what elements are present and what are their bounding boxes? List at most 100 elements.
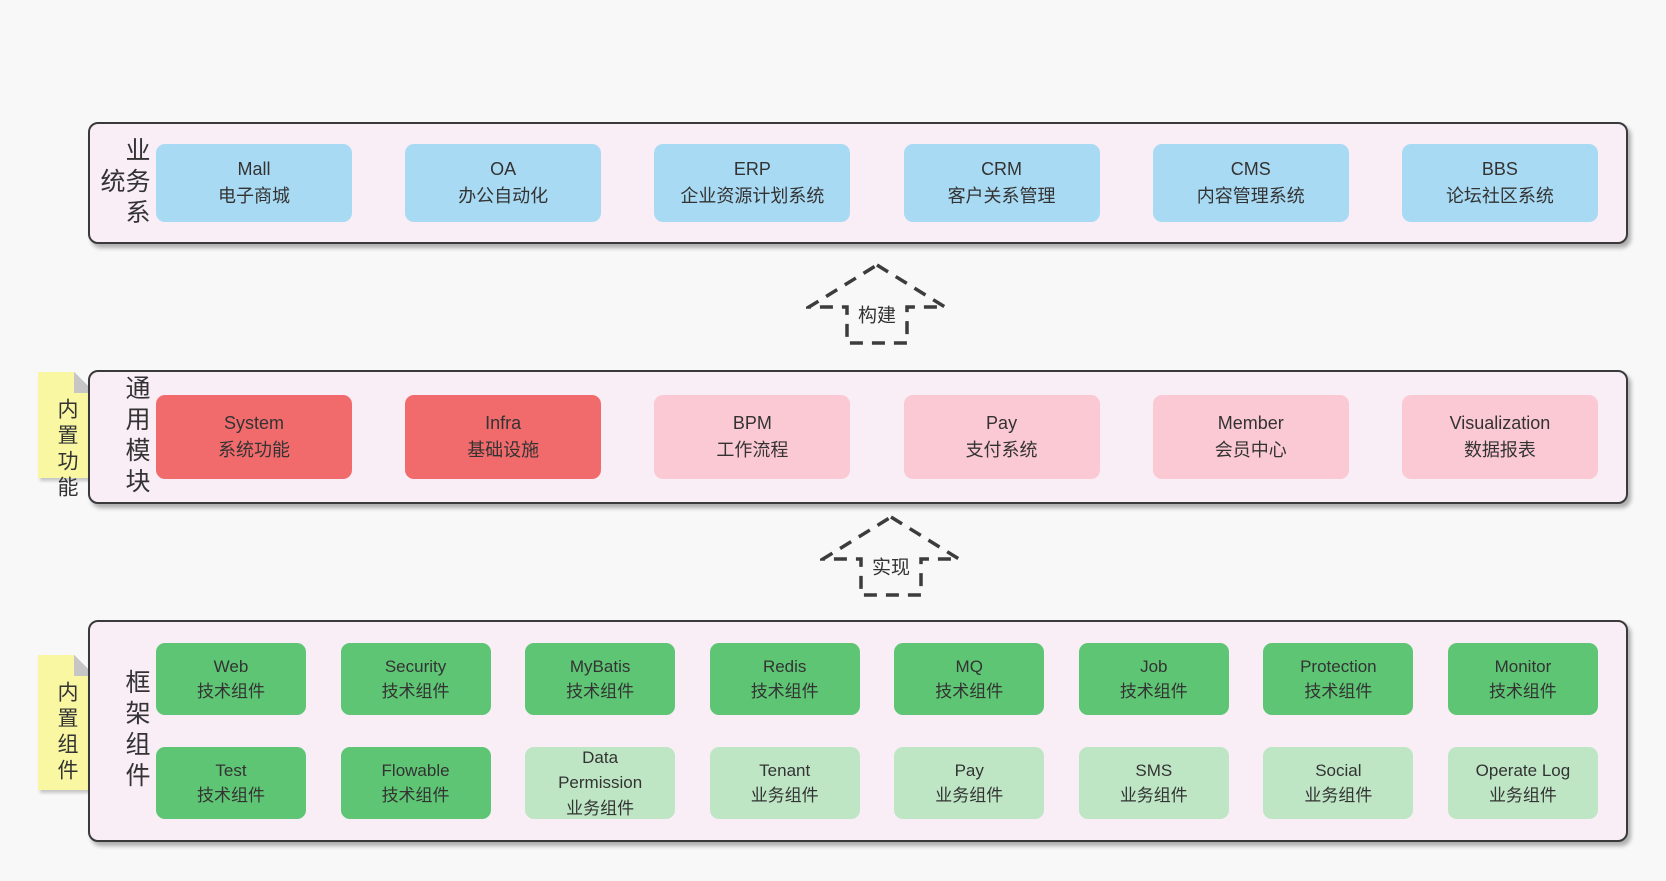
box-name: Tenant — [759, 760, 811, 780]
panel-business-systems: 业务系统 Mall 电子商城 OA 办公自动化 ERP 企业资源计划系统 CRM… — [88, 122, 1628, 244]
box-name: Operate Log — [1475, 760, 1571, 780]
panel-business-label: 业务系统 — [97, 136, 150, 230]
box-sms: SMS 业务组件 — [1078, 747, 1229, 819]
box-name: Protection — [1300, 656, 1377, 676]
box-member: Member 会员中心 — [1152, 395, 1349, 479]
box-desc: 论坛社区系统 — [1445, 186, 1554, 206]
box-desc: 技术组件 — [381, 786, 450, 805]
box-desc: 工作流程 — [716, 440, 789, 460]
box-redis: Redis 技术组件 — [709, 643, 860, 715]
sticky-note-builtin-components: 内置组件 — [38, 655, 95, 790]
arrow-build-label: 构建 — [853, 299, 901, 329]
box-name: Infra — [485, 413, 522, 433]
box-name: ERP — [733, 159, 771, 179]
box-name: Member — [1217, 413, 1284, 433]
box-bpm: BPM 工作流程 — [654, 395, 851, 479]
up-arrow-build: 构建 — [806, 262, 948, 348]
box-name: Test — [215, 760, 247, 780]
box-name: BPM — [732, 413, 772, 433]
box-name: Web — [213, 656, 249, 676]
box-tenant: Tenant 业务组件 — [709, 747, 860, 819]
box-desc: 技术组件 — [1119, 682, 1188, 701]
box-name: MyBatis — [569, 656, 631, 676]
tech-components-row: Web 技术组件 Security 技术组件 MyBatis 技术组件 Redi… — [156, 643, 1598, 715]
box-desc: 电子商城 — [218, 186, 290, 206]
box-desc: 技术组件 — [197, 786, 265, 805]
box-desc: 业务组件 — [1488, 786, 1557, 805]
box-desc: 业务组件 — [935, 786, 1004, 805]
box-pay-module: Pay 支付系统 — [903, 395, 1100, 479]
box-desc: 会员中心 — [1214, 440, 1287, 460]
arrow-implement-label: 实现 — [867, 551, 915, 581]
box-desc: 业务组件 — [750, 786, 819, 805]
box-name: Redis — [762, 656, 807, 676]
box-desc: 基础设施 — [467, 440, 540, 460]
box-mybatis: MyBatis 技术组件 — [525, 643, 676, 715]
box-infra: Infra 基础设施 — [405, 395, 602, 479]
up-arrow-icon — [820, 514, 962, 597]
up-arrow-implement: 实现 — [820, 514, 962, 600]
box-desc: 技术组件 — [197, 682, 265, 701]
business-systems-row: Mall 电子商城 OA 办公自动化 ERP 企业资源计划系统 CRM 客户关系… — [156, 144, 1598, 222]
box-name: Flowable — [381, 760, 450, 780]
box-desc: 技术组件 — [1488, 682, 1557, 701]
box-desc: 技术组件 — [935, 682, 1004, 701]
up-arrow-icon — [806, 262, 948, 345]
box-desc: 客户关系管理 — [947, 186, 1056, 206]
box-operate-log: Operate Log 业务组件 — [1447, 747, 1598, 819]
box-desc: 业务组件 — [566, 798, 635, 818]
box-desc: 技术组件 — [750, 682, 819, 701]
box-desc: 业务组件 — [1304, 786, 1373, 805]
box-test: Test 技术组件 — [156, 747, 306, 819]
box-desc: 内容管理系统 — [1196, 186, 1305, 206]
box-monitor: Monitor 技术组件 — [1447, 643, 1598, 715]
box-name: Mall — [237, 159, 271, 179]
panel-common-modules: 通用模块 System 系统功能 Infra 基础设施 BPM 工作流程 Pay… — [88, 370, 1628, 504]
box-desc: 业务组件 — [1119, 786, 1188, 805]
box-name: Data Permission — [558, 747, 643, 793]
box-name: Monitor — [1494, 656, 1552, 676]
box-name: Pay — [986, 413, 1018, 433]
box-desc: 支付系统 — [965, 440, 1038, 460]
box-name: OA — [490, 159, 517, 179]
panel-modules-label: 通用模块 — [122, 375, 150, 499]
panel-components-label: 框架组件 — [122, 669, 150, 793]
box-data-permission: Data Permission 业务组件 — [525, 747, 676, 819]
box-name: Social — [1315, 760, 1362, 780]
box-mq: MQ 技术组件 — [894, 643, 1045, 715]
panel-framework-components: 框架组件 Web 技术组件 Security 技术组件 MyBatis 技术组件… — [88, 620, 1628, 842]
box-security: Security 技术组件 — [340, 643, 491, 715]
box-name: CMS — [1230, 159, 1271, 179]
box-name: Job — [1140, 656, 1168, 676]
box-desc: 办公自动化 — [458, 186, 549, 206]
sticky-components-label: 内置组件 — [55, 681, 78, 785]
box-system: System 系统功能 — [156, 395, 352, 479]
box-flowable: Flowable 技术组件 — [340, 747, 491, 819]
box-crm: CRM 客户关系管理 — [903, 144, 1100, 222]
box-name: CRM — [981, 159, 1023, 179]
sticky-features-label: 内置功能 — [55, 398, 78, 502]
box-name: Security — [384, 656, 447, 676]
box-cms: CMS 内容管理系统 — [1152, 144, 1349, 222]
box-desc: 技术组件 — [381, 682, 450, 701]
box-erp: ERP 企业资源计划系统 — [654, 144, 851, 222]
box-name: Pay — [954, 760, 984, 780]
box-web: Web 技术组件 — [156, 643, 306, 715]
common-modules-row: System 系统功能 Infra 基础设施 BPM 工作流程 Pay 支付系统… — [156, 395, 1598, 479]
box-desc: 技术组件 — [566, 682, 635, 701]
box-pay-component: Pay 业务组件 — [894, 747, 1045, 819]
box-oa: OA 办公自动化 — [405, 144, 602, 222]
box-job: Job 技术组件 — [1078, 643, 1229, 715]
box-name: System — [223, 413, 284, 433]
box-name: BBS — [1481, 159, 1518, 179]
sticky-note-builtin-features: 内置功能 — [38, 372, 95, 502]
biz-components-row: Test 技术组件 Flowable 技术组件 Data Permission … — [156, 747, 1598, 819]
box-desc: 数据报表 — [1463, 440, 1536, 460]
box-name: SMS — [1135, 760, 1173, 780]
box-desc: 企业资源计划系统 — [680, 186, 825, 206]
box-mall: Mall 电子商城 — [156, 144, 352, 222]
box-protection: Protection 技术组件 — [1263, 643, 1414, 715]
box-social: Social 业务组件 — [1263, 747, 1414, 819]
box-name: MQ — [955, 656, 983, 676]
box-desc: 技术组件 — [1304, 682, 1373, 701]
